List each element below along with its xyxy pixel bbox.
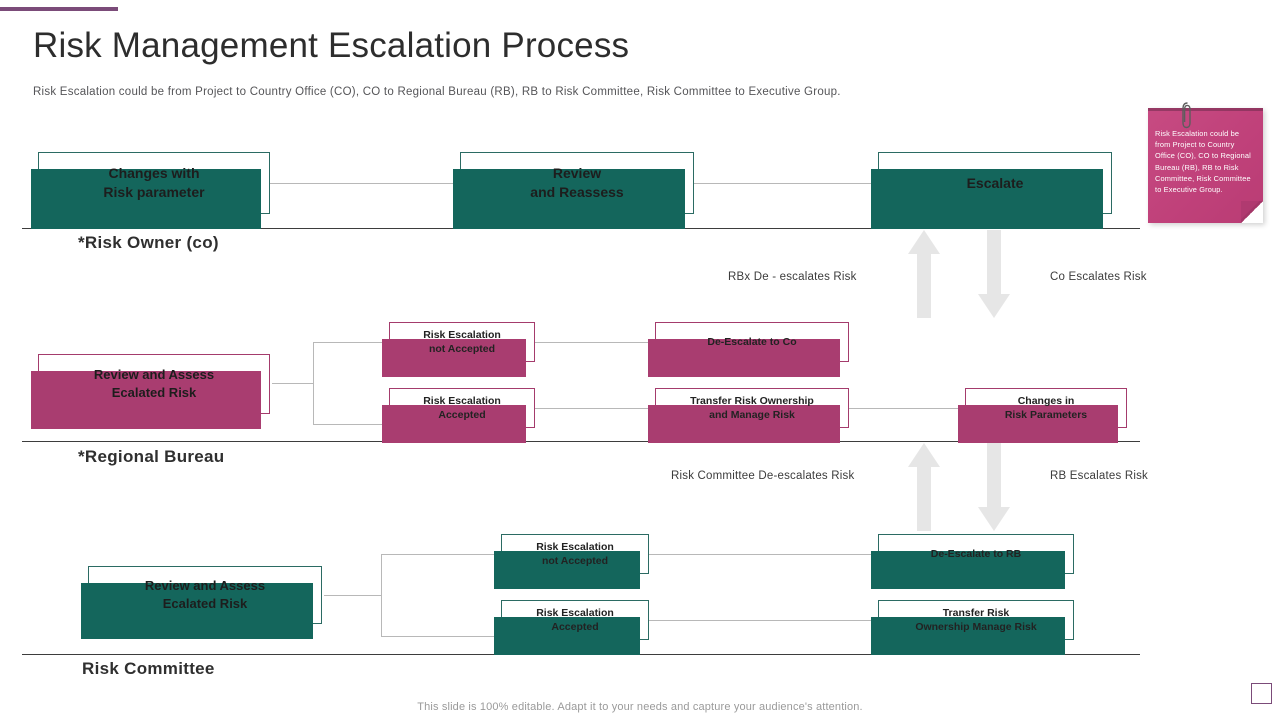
box-changes-in-risk-parameters[interactable]: Changes in Risk Parameters <box>958 388 1127 443</box>
box-de-escalate-to-co[interactable]: De-Escalate to Co <box>648 322 849 377</box>
box-changes-with-risk-parameter[interactable]: Changes with Risk parameter <box>31 152 270 229</box>
connector-row1-a <box>270 183 460 184</box>
arrow-up-icon-rb-deescalates <box>908 230 940 318</box>
box-label: Review and Assess Ecalated Risk <box>139 577 271 613</box>
box-line1: Review and Assess <box>144 578 266 593</box>
box-risk-escalation-not-accepted-rc[interactable]: Risk Escalation not Accepted <box>494 534 649 589</box>
box-label: Risk Escalation not Accepted <box>417 328 507 356</box>
box-line2: not Accepted <box>541 555 609 567</box>
sticky-note-top-edge <box>1148 108 1263 111</box>
connector-row3-branch-bottom <box>381 636 501 637</box>
connector-row2-spine <box>313 342 314 425</box>
box-de-escalate-to-rb[interactable]: De-Escalate to RB <box>871 534 1074 589</box>
box-line2: and Reassess <box>530 184 624 200</box>
box-risk-escalation-accepted-rc[interactable]: Risk Escalation Accepted <box>494 600 649 655</box>
connector-row3-stem <box>324 595 382 596</box>
box-line2: Ecalated Risk <box>111 385 197 400</box>
box-review-assess-escalated-risk-rc[interactable]: Review and Assess Ecalated Risk <box>81 566 322 639</box>
box-line2: Ownership Manage Risk <box>915 621 1037 633</box>
arrow-down-icon-co-escalates <box>978 230 1010 318</box>
box-transfer-risk-ownership-manage-risk-rb[interactable]: Transfer Risk Ownership and Manage Risk <box>648 388 849 443</box>
box-line1: Review <box>552 165 602 181</box>
box-risk-escalation-accepted-rb[interactable]: Risk Escalation Accepted <box>382 388 535 443</box>
box-line2: Ecalated Risk <box>162 596 248 611</box>
box-line1: Changes with <box>108 165 200 181</box>
connector-row2-stem <box>272 383 314 384</box>
box-label: Risk Escalation not Accepted <box>530 540 620 568</box>
lane-label-regional-bureau: *Regional Bureau <box>78 447 225 466</box>
box-label: Review and Assess Ecalated Risk <box>88 366 220 402</box>
connector-row2-branch-bottom <box>313 424 389 425</box>
box-escalate[interactable]: Escalate <box>871 152 1112 229</box>
box-label: Changes in Risk Parameters <box>999 394 1093 422</box>
box-line2: Risk parameter <box>103 184 205 200</box>
box-label: De-Escalate to RB <box>925 547 1027 561</box>
footer-note: This slide is 100% editable. Adapt it to… <box>417 701 863 713</box>
box-line1: Changes in <box>1017 395 1075 407</box>
box-line1: Transfer Risk Ownership <box>690 395 814 407</box>
connector-row1-b <box>694 183 878 184</box>
arrow-label-rb-escalates-risk: RB Escalates Risk <box>1050 470 1148 482</box>
box-label: Risk Escalation Accepted <box>417 394 507 422</box>
box-label: Escalate <box>961 174 1030 193</box>
box-label: Changes with Risk parameter <box>97 164 210 202</box>
box-line1: De-Escalate to RB <box>930 548 1022 560</box>
box-line1: Review and Assess <box>93 367 215 382</box>
connector-row3-branch-top <box>381 554 501 555</box>
connector-row2-bottom-right <box>535 408 655 409</box>
connector-row2-branch-top <box>313 342 389 343</box>
arrow-label-co-escalates-risk: Co Escalates Risk <box>1050 271 1147 283</box>
box-line1: Risk Escalation <box>536 541 614 553</box>
box-line2: and Manage Risk <box>709 409 795 421</box>
page-subtitle: Risk Escalation could be from Project to… <box>33 86 841 98</box>
arrow-down-icon-rb-escalates <box>978 443 1010 531</box>
box-label: Transfer Risk Ownership Manage Risk <box>909 606 1042 634</box>
connector-row3-top-right <box>648 554 880 555</box>
box-line2: Accepted <box>551 621 599 633</box>
arrow-up-icon-risk-committee-deescalates <box>908 443 940 531</box>
box-label: Review and Reassess <box>524 164 629 202</box>
box-transfer-risk-ownership-manage-risk-rc[interactable]: Transfer Risk Ownership Manage Risk <box>871 600 1074 655</box>
lane-divider-2 <box>22 441 1140 442</box>
box-label: De-Escalate to Co <box>701 335 802 349</box>
box-line1: Risk Escalation <box>423 395 501 407</box>
box-line1: De-Escalate to Co <box>707 336 797 348</box>
box-line1: Transfer Risk <box>942 607 1010 619</box>
box-label: Transfer Risk Ownership and Manage Risk <box>684 394 820 422</box>
box-line2: not Accepted <box>428 343 496 355</box>
box-label: Risk Escalation Accepted <box>530 606 620 634</box>
box-line1: Risk Escalation <box>423 329 501 341</box>
box-line1: Risk Escalation <box>536 607 614 619</box>
box-line1: Escalate <box>966 174 1024 191</box>
box-review-and-reassess[interactable]: Review and Reassess <box>453 152 694 229</box>
sticky-note <box>1148 108 1263 223</box>
paperclip-icon <box>1182 102 1191 129</box>
corner-square-decoration <box>1251 683 1272 704</box>
page-title: Risk Management Escalation Process <box>33 26 630 65</box>
arrow-label-rb-deescalates-risk: RBx De - escalates Risk <box>728 271 857 283</box>
lane-label-risk-owner: *Risk Owner (co) <box>78 233 219 252</box>
title-accent-bar <box>0 7 118 11</box>
sticky-note-text: Risk Escalation could be from Project to… <box>1155 129 1251 195</box>
box-risk-escalation-not-accepted-rb[interactable]: Risk Escalation not Accepted <box>382 322 535 377</box>
connector-row3-bottom-right <box>648 620 880 621</box>
box-review-assess-escalated-risk-rb[interactable]: Review and Assess Ecalated Risk <box>31 354 270 429</box>
connector-row2-far-right <box>849 408 965 409</box>
arrow-label-risk-committee-deescalates-risk: Risk Committee De-escalates Risk <box>671 470 855 482</box>
connector-row2-top-right <box>535 342 655 343</box>
lane-label-risk-committee: Risk Committee <box>82 659 215 678</box>
box-line2: Accepted <box>438 409 486 421</box>
box-line2: Risk Parameters <box>1004 409 1088 421</box>
connector-row3-spine <box>381 554 382 637</box>
